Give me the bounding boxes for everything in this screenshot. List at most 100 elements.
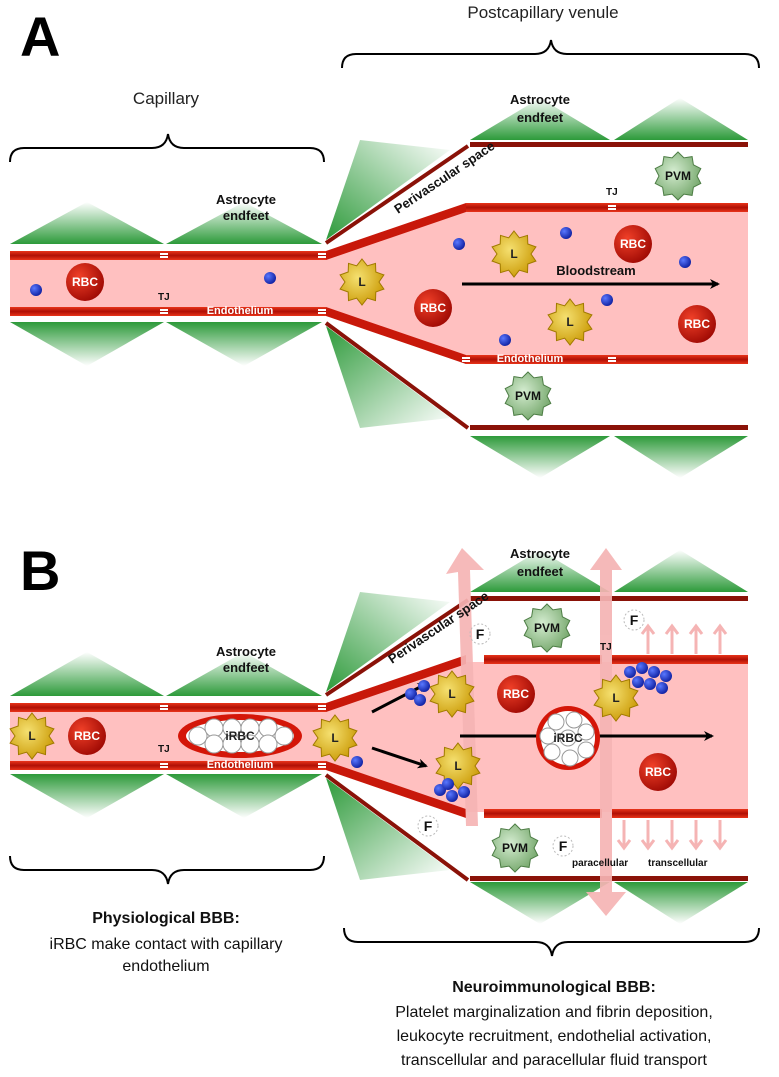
outer-membrane xyxy=(324,598,470,697)
physiological-brace xyxy=(9,855,325,885)
astrocyte-label: Astrocyte xyxy=(216,192,276,207)
vessel-lumen xyxy=(10,662,748,812)
svg-text:RBC: RBC xyxy=(503,687,529,701)
neuro-title: Neuroimmunological BBB: xyxy=(452,979,656,996)
astrocyte-endfoot xyxy=(10,322,164,366)
irbc-capillary: iRBC xyxy=(178,714,302,758)
pvm: PVM xyxy=(654,151,702,201)
astrocyte-endfoot xyxy=(326,140,450,240)
svg-text:iRBC: iRBC xyxy=(553,731,583,745)
leukocyte: L xyxy=(339,258,385,306)
outer-membrane xyxy=(324,321,470,430)
astrocyte-endfoot xyxy=(614,98,748,140)
svg-text:F: F xyxy=(476,626,485,642)
endothelial-wall xyxy=(326,655,466,712)
svg-text:RBC: RBC xyxy=(620,237,646,251)
svg-text:RBC: RBC xyxy=(72,275,98,289)
tight-junctions xyxy=(160,205,616,362)
bloodstream-label: Bloodstream xyxy=(556,263,635,278)
svg-text:L: L xyxy=(612,691,619,705)
physiological-text: endothelium xyxy=(122,958,209,975)
leukocyte: L xyxy=(435,742,481,790)
svg-text:RBC: RBC xyxy=(684,317,710,331)
astrocyte-endfoot xyxy=(614,436,748,478)
svg-text:L: L xyxy=(566,315,573,329)
tj-label: TJ xyxy=(606,187,618,198)
rbc: RBC xyxy=(678,305,716,343)
paracellular-label: paracellular xyxy=(572,858,628,869)
endothelium-label: Endothelium xyxy=(207,305,274,317)
astrocyte-endfoot xyxy=(166,322,322,366)
svg-text:L: L xyxy=(454,759,461,773)
transcellular-label: transcellular xyxy=(648,858,708,869)
svg-text:F: F xyxy=(424,818,433,834)
rbc: RBC xyxy=(497,675,535,713)
pvm: PVM xyxy=(491,823,539,873)
endothelial-wall xyxy=(10,761,326,770)
physiological-title: Physiological BBB: xyxy=(92,910,240,927)
svg-text:L: L xyxy=(510,247,517,261)
astrocyte-endfoot xyxy=(10,774,164,818)
astrocyte-endfoot xyxy=(614,882,748,924)
astrocyte-endfoot xyxy=(614,550,748,592)
svg-text:L: L xyxy=(28,729,35,743)
astrocyte-endfoot xyxy=(326,778,450,880)
leukocyte: L xyxy=(491,230,537,278)
endothelial-wall xyxy=(466,203,748,212)
recruitment-arrow xyxy=(371,746,428,769)
outer-membrane xyxy=(470,142,748,147)
astrocyte-label: endfeet xyxy=(517,564,564,579)
endothelium-label: Endothelium xyxy=(497,353,564,365)
fibrin-deposit: F xyxy=(552,835,574,857)
fibrin-deposit: F xyxy=(623,609,645,631)
panel-b-letter: B xyxy=(20,539,60,602)
endothelial-wall xyxy=(326,761,466,818)
tj-label: TJ xyxy=(600,642,612,653)
venule-label: Postcapillary venule xyxy=(467,3,618,22)
neuro-text: leukocyte recruitment, endothelial activ… xyxy=(397,1028,712,1045)
outer-membrane xyxy=(470,425,748,430)
astrocyte-label: endfeet xyxy=(517,110,564,125)
astrocyte-endfoot xyxy=(470,98,610,140)
svg-text:PVM: PVM xyxy=(502,841,528,855)
venule-brace xyxy=(341,39,760,69)
astrocyte-endfoot xyxy=(166,774,322,818)
pvm: PVM xyxy=(504,371,552,421)
panel-a-letter: A xyxy=(20,5,60,68)
astrocyte-endfoot xyxy=(10,652,164,696)
endothelial-wall xyxy=(484,809,602,818)
astrocyte-endfoot xyxy=(326,592,450,692)
endothelial-wall xyxy=(466,355,748,364)
pvm: PVM xyxy=(523,603,571,653)
endothelium-label: Endothelium xyxy=(207,759,274,771)
leukocyte: L xyxy=(429,670,475,718)
outer-membrane xyxy=(324,144,470,245)
svg-text:L: L xyxy=(331,731,338,745)
leukocyte: L xyxy=(593,674,639,722)
svg-text:F: F xyxy=(559,838,568,854)
endothelial-wall xyxy=(10,307,326,316)
svg-text:RBC: RBC xyxy=(645,765,671,779)
astrocyte-endfoot xyxy=(470,882,610,924)
svg-text:L: L xyxy=(358,275,365,289)
rbc: RBC xyxy=(68,717,106,755)
endothelial-wall xyxy=(10,703,326,712)
platelets xyxy=(351,662,672,802)
fibrin-deposit: F xyxy=(469,623,491,645)
endothelial-wall xyxy=(612,655,748,664)
rbc: RBC xyxy=(66,263,104,301)
astrocyte-endfoot xyxy=(470,436,610,478)
astrocyte-endfoot xyxy=(10,202,164,244)
svg-text:PVM: PVM xyxy=(515,389,541,403)
irbc-venule: iRBC xyxy=(536,706,600,770)
outer-membrane xyxy=(324,773,470,882)
endothelial-wall xyxy=(326,307,466,364)
svg-text:L: L xyxy=(448,687,455,701)
svg-text:RBC: RBC xyxy=(420,301,446,315)
endothelial-wall xyxy=(326,203,466,260)
rbc: RBC xyxy=(614,225,652,263)
rbc: RBC xyxy=(639,753,677,791)
physiological-text: iRBC make contact with capillary xyxy=(50,936,283,953)
capillary-brace xyxy=(9,133,325,163)
astrocyte-label: Astrocyte xyxy=(510,546,570,561)
